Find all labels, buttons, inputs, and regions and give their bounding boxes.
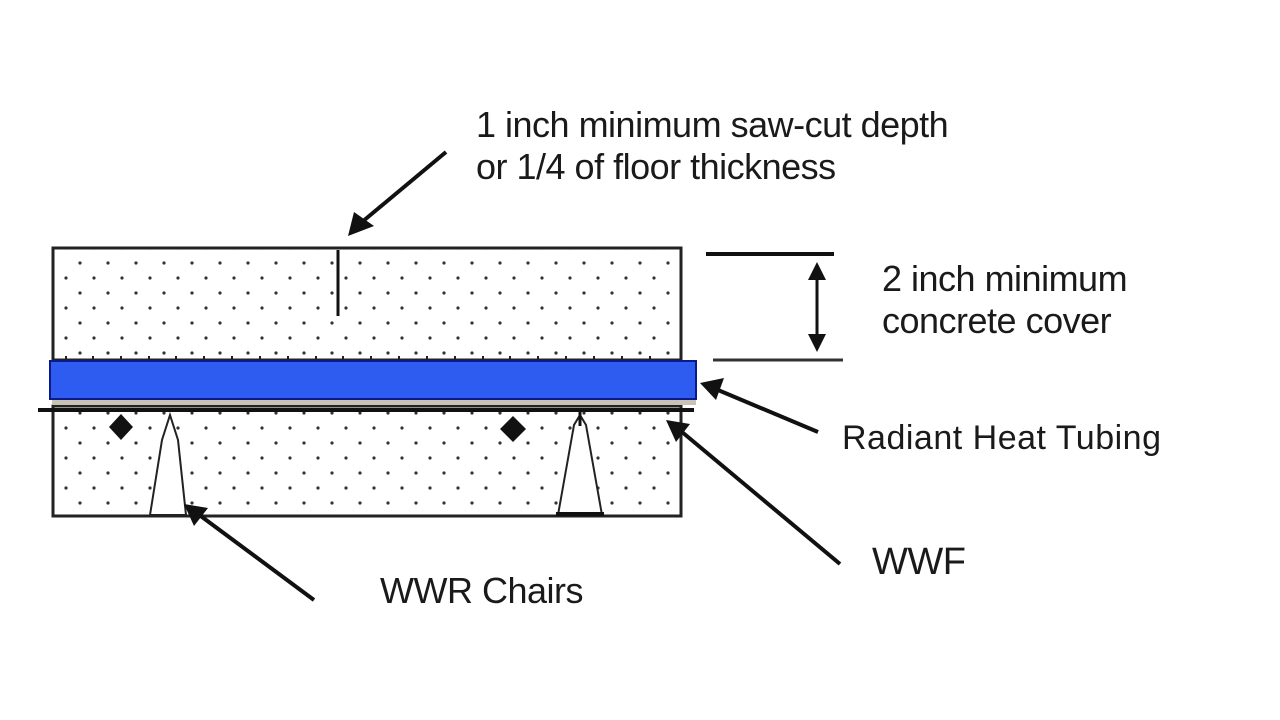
cover-label-line1: 2 inch minimum (882, 258, 1128, 299)
mesh-strip (52, 399, 696, 405)
rebar-dot (500, 416, 526, 442)
wwr-chair (148, 411, 188, 516)
tubing-label: Radiant Heat Tubing (842, 419, 1162, 457)
rebar-dot (109, 414, 133, 440)
upper-concrete-layer (51, 246, 683, 362)
sawcut-label: 1 inch minimum saw-cut depth or 1/4 of f… (476, 104, 949, 189)
cover-label-line2: concrete cover (882, 300, 1112, 342)
sawcut-leader-arrow (348, 150, 448, 236)
radiant-heat-tubing (49, 360, 697, 400)
cover-dimension (706, 252, 843, 362)
chairs-label: WWR Chairs (380, 570, 583, 611)
wwf-leader-arrow (666, 420, 842, 566)
wwf-label: WWF (872, 541, 966, 583)
tubing-leader-arrow (700, 378, 819, 434)
chairs-leader-arrow (184, 504, 316, 602)
sawcut-label-line1: 1 inch minimum saw-cut depth (476, 104, 949, 145)
sawcut-label-line2: or 1/4 of floor thickness (476, 146, 836, 188)
cover-label: 2 inch minimum concrete cover (882, 258, 1128, 343)
